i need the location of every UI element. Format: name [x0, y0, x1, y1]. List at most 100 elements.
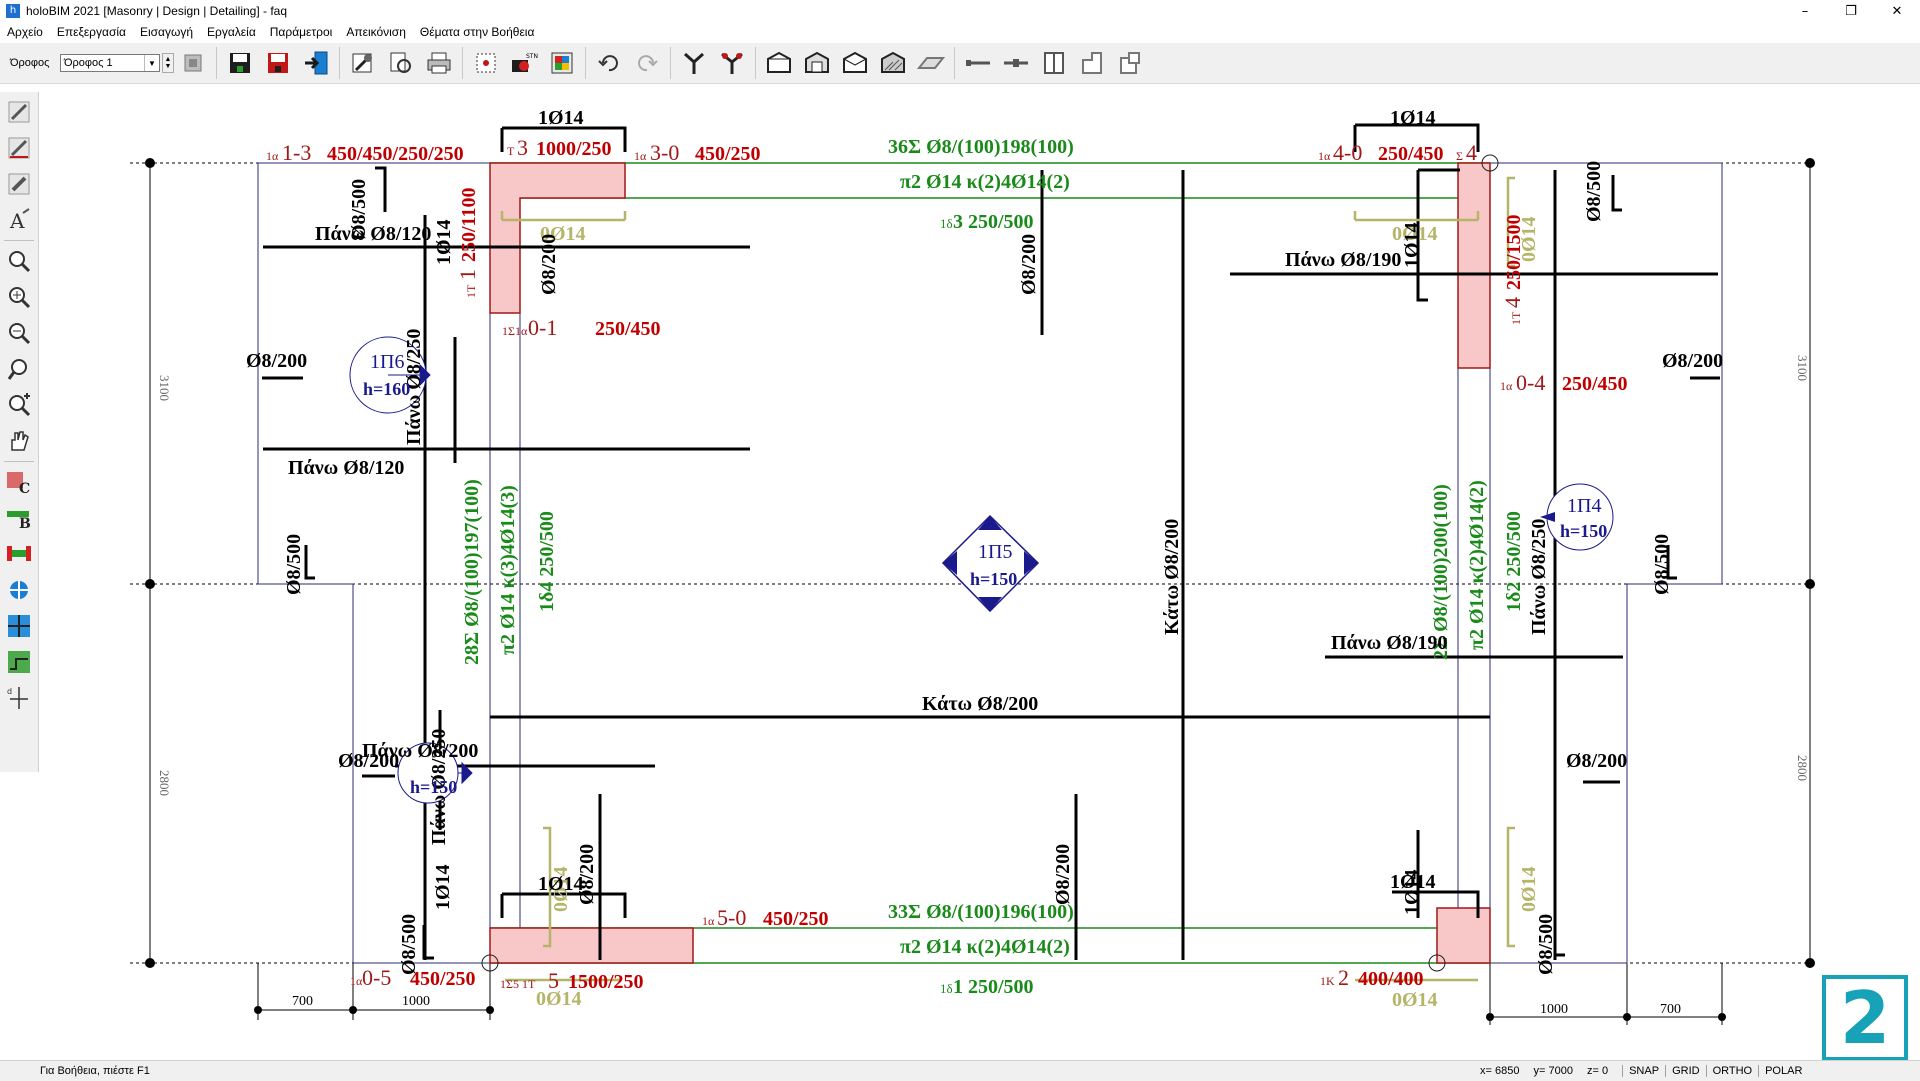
pen-line-icon[interactable] — [2, 132, 36, 164]
floor-spinner[interactable]: ▲▼ — [162, 53, 174, 73]
box-open-icon[interactable] — [802, 48, 832, 78]
grid-toggle[interactable]: GRID — [1665, 1065, 1706, 1077]
zoom-out-icon[interactable] — [2, 317, 36, 349]
rebar-label: Ø8/500 — [1651, 534, 1673, 595]
column-label-id: 4 — [1500, 297, 1525, 308]
wall-label-dim: 450/250 — [410, 968, 476, 990]
dim-right-bottom: 2800 — [1795, 755, 1810, 781]
grid-icon[interactable] — [2, 610, 36, 642]
beam-label: π2 Ø14 κ(2)4Ø14(2) — [1466, 480, 1488, 650]
snap-select-icon[interactable] — [471, 48, 501, 78]
column-pair-icon[interactable] — [717, 48, 747, 78]
wall-icon[interactable] — [1039, 48, 1069, 78]
label-prefix: 1α — [266, 149, 279, 163]
menu-insert[interactable]: Εισαγωγή — [139, 25, 194, 39]
box-hatch-icon[interactable] — [878, 48, 908, 78]
rebar-label: 1Ø14 — [1390, 871, 1436, 893]
svg-text:C: C — [19, 481, 30, 495]
chevron-down-icon[interactable]: ▼ — [144, 55, 159, 71]
box-icon[interactable] — [764, 48, 794, 78]
toolbar-separator — [339, 47, 340, 79]
beam-label: 3 250/500 — [953, 211, 1034, 233]
maximize-button[interactable]: ❐ — [1845, 3, 1857, 19]
beam-label: π2 Ø14 κ(2)4Ø14(2) — [900, 171, 1070, 193]
dim-bottom-right-2: 700 — [1660, 1002, 1681, 1017]
column-label-id: 1 — [455, 269, 480, 280]
print-icon[interactable] — [424, 48, 454, 78]
beam-b-icon[interactable]: B — [2, 502, 36, 534]
pen-icon[interactable] — [2, 96, 36, 128]
pan-icon[interactable] — [2, 425, 36, 457]
column-c-icon[interactable]: C — [2, 466, 36, 498]
snap-toggle[interactable]: SNAP — [1622, 1065, 1665, 1077]
close-button[interactable]: ✕ — [1891, 3, 1903, 19]
zoom-window-icon[interactable] — [2, 245, 36, 277]
menu-view[interactable]: Απεικόνιση — [346, 25, 406, 39]
beam-label: π2 Ø14 κ(2)4Ø14(2) — [900, 936, 1070, 958]
menu-bar: Αρχείο Επεξεργασία Εισαγωγή Εργαλεία Παρ… — [0, 22, 1920, 42]
svg-text:A: A — [9, 209, 25, 233]
insert-icon[interactable]: STN — [509, 48, 539, 78]
floor-select[interactable]: Όροφος 1 ▼ — [60, 54, 160, 72]
beam-icon[interactable] — [963, 48, 993, 78]
svg-text:B: B — [19, 516, 31, 531]
toolbar-separator — [4, 240, 34, 241]
menu-edit[interactable]: Επεξεργασία — [56, 25, 126, 39]
section-icon[interactable] — [2, 646, 36, 678]
column-label-dim: 400/400 — [1358, 968, 1424, 990]
column-icon[interactable] — [679, 48, 709, 78]
zoom-in-icon[interactable] — [2, 389, 36, 421]
drawing-canvas[interactable]: .gl{stroke:#000;stroke-width:1;stroke-da… — [40, 84, 1920, 1060]
box-roof-icon[interactable] — [840, 48, 870, 78]
label-prefix: 1Τ — [464, 284, 478, 298]
menu-file[interactable]: Αρχείο — [7, 25, 43, 39]
beam-label: 28Σ Ø8/(100)197(100) — [461, 479, 483, 665]
beam-joint-icon[interactable] — [1001, 48, 1031, 78]
rebar-label: Ø8/200 — [1018, 234, 1040, 295]
bar-label: 0Ø14 — [536, 988, 582, 1010]
slab-label-id: 1Π6 — [370, 351, 404, 373]
import-icon[interactable] — [301, 48, 331, 78]
minimize-button[interactable]: – — [1801, 3, 1809, 19]
column-t5[interactable] — [489, 927, 694, 964]
wall-label-id: 3-0 — [650, 140, 679, 165]
wall-connect-icon[interactable] — [1115, 48, 1145, 78]
rebar-label: Πάνω Ø8/250 — [428, 729, 450, 845]
undo-icon[interactable] — [594, 48, 624, 78]
toolbar-separator — [462, 47, 463, 79]
menu-help-topics[interactable]: Θέματα στην Βοήθεια — [419, 25, 535, 39]
slab-icon[interactable] — [916, 48, 946, 78]
save-icon[interactable] — [225, 48, 255, 78]
rebar-label: 1Ø14 — [433, 219, 455, 265]
wall-label-id: 5-0 — [717, 905, 746, 930]
wall-label-id: 1-3 — [282, 140, 311, 165]
edit-icon[interactable] — [2, 168, 36, 200]
wall-corner-icon[interactable] — [1077, 48, 1107, 78]
polar-toggle[interactable]: POLAR — [1758, 1065, 1808, 1077]
status-bar: Για Βοήθεια, πιέστε F1 x= 6850 y= 7000 z… — [0, 1060, 1920, 1081]
bar-label: 0Ø14 — [1518, 866, 1540, 912]
ortho-toggle[interactable]: ORTHO — [1705, 1065, 1759, 1077]
menu-parameters[interactable]: Παράμετροι — [269, 25, 333, 39]
menu-tools[interactable]: Εργαλεία — [207, 25, 256, 39]
text-icon[interactable]: A — [2, 204, 36, 236]
node-icon[interactable] — [2, 574, 36, 606]
zoom-realtime-icon[interactable] — [2, 353, 36, 385]
column-k2[interactable] — [1436, 907, 1491, 964]
label-prefix: 1α — [350, 974, 363, 988]
stop-icon[interactable] — [178, 48, 208, 78]
column-t3[interactable] — [489, 162, 626, 314]
render-icon[interactable] — [547, 48, 577, 78]
redo-icon[interactable] — [632, 48, 662, 78]
column-t4[interactable] — [1457, 162, 1491, 369]
slab-label-height: h=160 — [363, 379, 410, 399]
zoom-extents-icon[interactable] — [2, 281, 36, 313]
rebar-label: Ø8/200 — [1052, 844, 1074, 905]
beam-place-icon[interactable] — [2, 538, 36, 570]
preview-icon[interactable] — [386, 48, 416, 78]
rebar-label: Ø8/500 — [348, 179, 370, 240]
tools-icon[interactable] — [348, 48, 378, 78]
slab-label-height: h=150 — [1560, 521, 1607, 541]
save-as-icon[interactable] — [263, 48, 293, 78]
dimension-icon[interactable]: d — [2, 682, 36, 714]
